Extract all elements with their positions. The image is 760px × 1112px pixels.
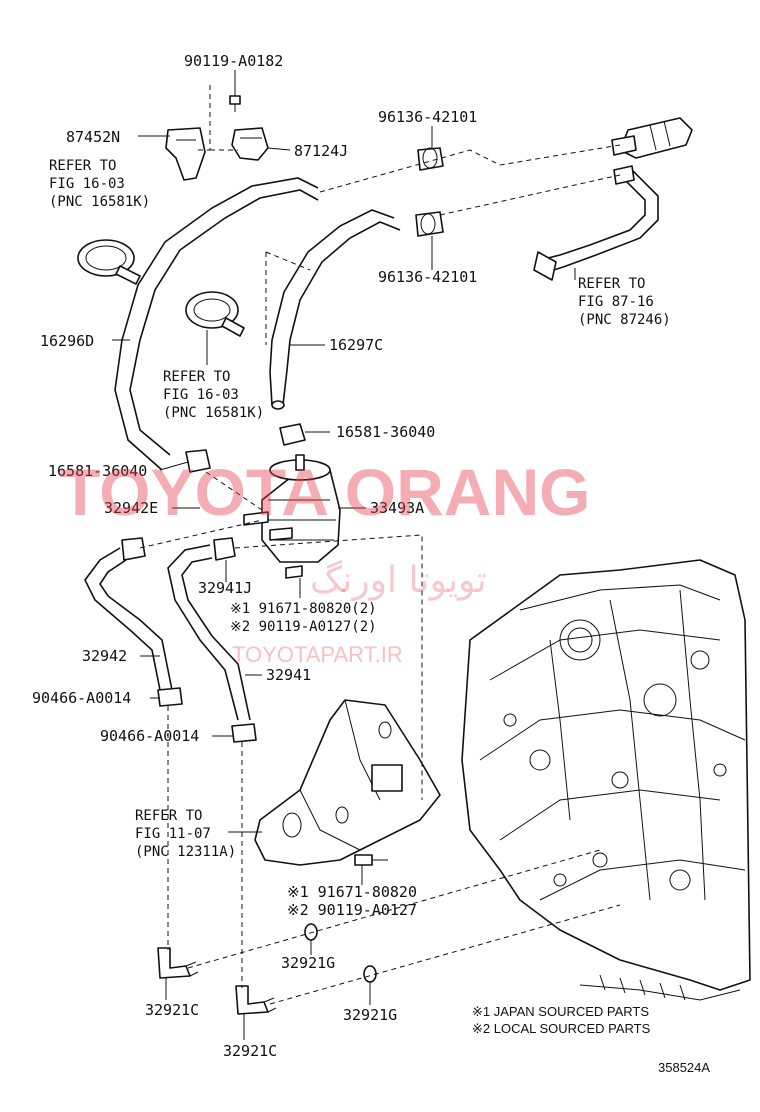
label-32941j: 32941J	[198, 579, 252, 597]
clamp-90466-b	[231, 723, 257, 743]
leader-lines	[112, 70, 576, 1040]
label-16581-left: 16581-36040	[48, 462, 147, 480]
clamp-90466-a	[157, 687, 183, 707]
label-90466-a: 90466-A0014	[32, 689, 131, 707]
gasket-32921g-a	[304, 923, 318, 941]
ref-16-03-a-line2: FIG 16-03	[49, 176, 125, 192]
watermark-persian: تویوتا اورنگ	[310, 559, 487, 601]
ref-11-07-line3: (PNC 12311A)	[135, 844, 236, 860]
ref-87-16-line3: (PNC 87246)	[578, 312, 671, 328]
label-87452n: 87452N	[66, 128, 120, 146]
label-87124j: 87124J	[294, 142, 348, 160]
oil-cooler	[243, 454, 341, 579]
label-32921g-b: 32921G	[343, 1006, 397, 1024]
ref-11-07-line2: FIG 11-07	[135, 826, 211, 842]
hose-16296d	[114, 177, 319, 471]
label-16581-right: 16581-36040	[336, 423, 435, 441]
label-91671-80820-qty: ※1 91671-80820(2)	[230, 601, 377, 617]
clamp-32942e	[121, 537, 146, 561]
engine-block	[461, 559, 751, 1001]
label-16296d: 16296D	[40, 332, 94, 350]
hose-32942	[84, 547, 173, 691]
ref-16-03-a-line3: (PNC 16581K)	[49, 194, 150, 210]
label-91671-80820: ※1 91671-80820	[287, 883, 417, 901]
label-90119-a0182: 90119-A0182	[184, 52, 283, 70]
label-33493a: 33493A	[370, 499, 424, 517]
ref-16-03-a-line1: REFER TO	[49, 158, 116, 174]
label-32941: 32941	[266, 666, 311, 684]
label-32921g-a: 32921G	[281, 954, 335, 972]
dashed-leaders	[139, 85, 621, 1005]
label-32942: 32942	[82, 647, 127, 665]
ref-16-03-b-line1: REFER TO	[163, 369, 230, 385]
clamp-16581-right	[279, 423, 306, 446]
bracket-87124j	[231, 127, 269, 161]
label-32942e: 32942E	[104, 499, 158, 517]
clamp-16581-left	[185, 449, 211, 473]
ref-16-03-b-line2: FIG 16-03	[163, 387, 239, 403]
gasket-32921g-b	[363, 965, 377, 983]
label-32921c-b: 32921C	[223, 1042, 277, 1060]
label-96136-bottom: 96136-42101	[378, 268, 477, 286]
ref-11-07-line1: REFER TO	[135, 808, 202, 824]
label-90119-a0127-qty: ※2 90119-A0127(2)	[230, 619, 377, 635]
hose-16297c	[269, 209, 401, 410]
clamp-16581k-upper	[77, 239, 141, 285]
ref-16-03-b-line3: (PNC 16581K)	[163, 405, 264, 421]
hose-87246-assembly	[533, 117, 693, 281]
clamp-16581k-lower	[185, 291, 245, 337]
note-local-sourced: ※2 LOCAL SOURCED PARTS	[472, 1021, 651, 1036]
ref-87-16-line2: FIG 87-16	[578, 294, 654, 310]
part-labels: 90119-A0182 87452N 87124J 96136-42101 96…	[32, 52, 710, 1075]
watermark-url: TOYOTAPART.IR	[232, 642, 403, 667]
bolt-90119-a0182	[229, 95, 241, 112]
clamp-96136-top	[417, 147, 444, 171]
label-96136-top: 96136-42101	[378, 108, 477, 126]
note-japan-sourced: ※1 JAPAN SOURCED PARTS	[472, 1004, 649, 1019]
label-16297c: 16297C	[329, 336, 383, 354]
watermark-brand: TOYOTA ORANG	[60, 455, 590, 529]
oil-cooler-bracket	[254, 699, 441, 866]
label-90119-a0127: ※2 90119-A0127	[287, 901, 417, 919]
ref-87-16-line1: REFER TO	[578, 276, 645, 292]
clamp-96136-bottom	[415, 211, 444, 237]
diagram-id: 358524A	[658, 1060, 710, 1075]
clip-87452n	[165, 127, 206, 181]
label-90466-b: 90466-A0014	[100, 727, 199, 745]
union-32921c-b	[235, 985, 277, 1015]
label-32921c-a: 32921C	[145, 1001, 199, 1019]
clamp-32941j	[213, 537, 236, 561]
hose-32941	[167, 544, 251, 721]
watermarks: TOYOTA ORANG تویوتا اورنگ TOYOTAPART.IR	[60, 455, 590, 667]
union-32921c-a	[157, 947, 199, 979]
